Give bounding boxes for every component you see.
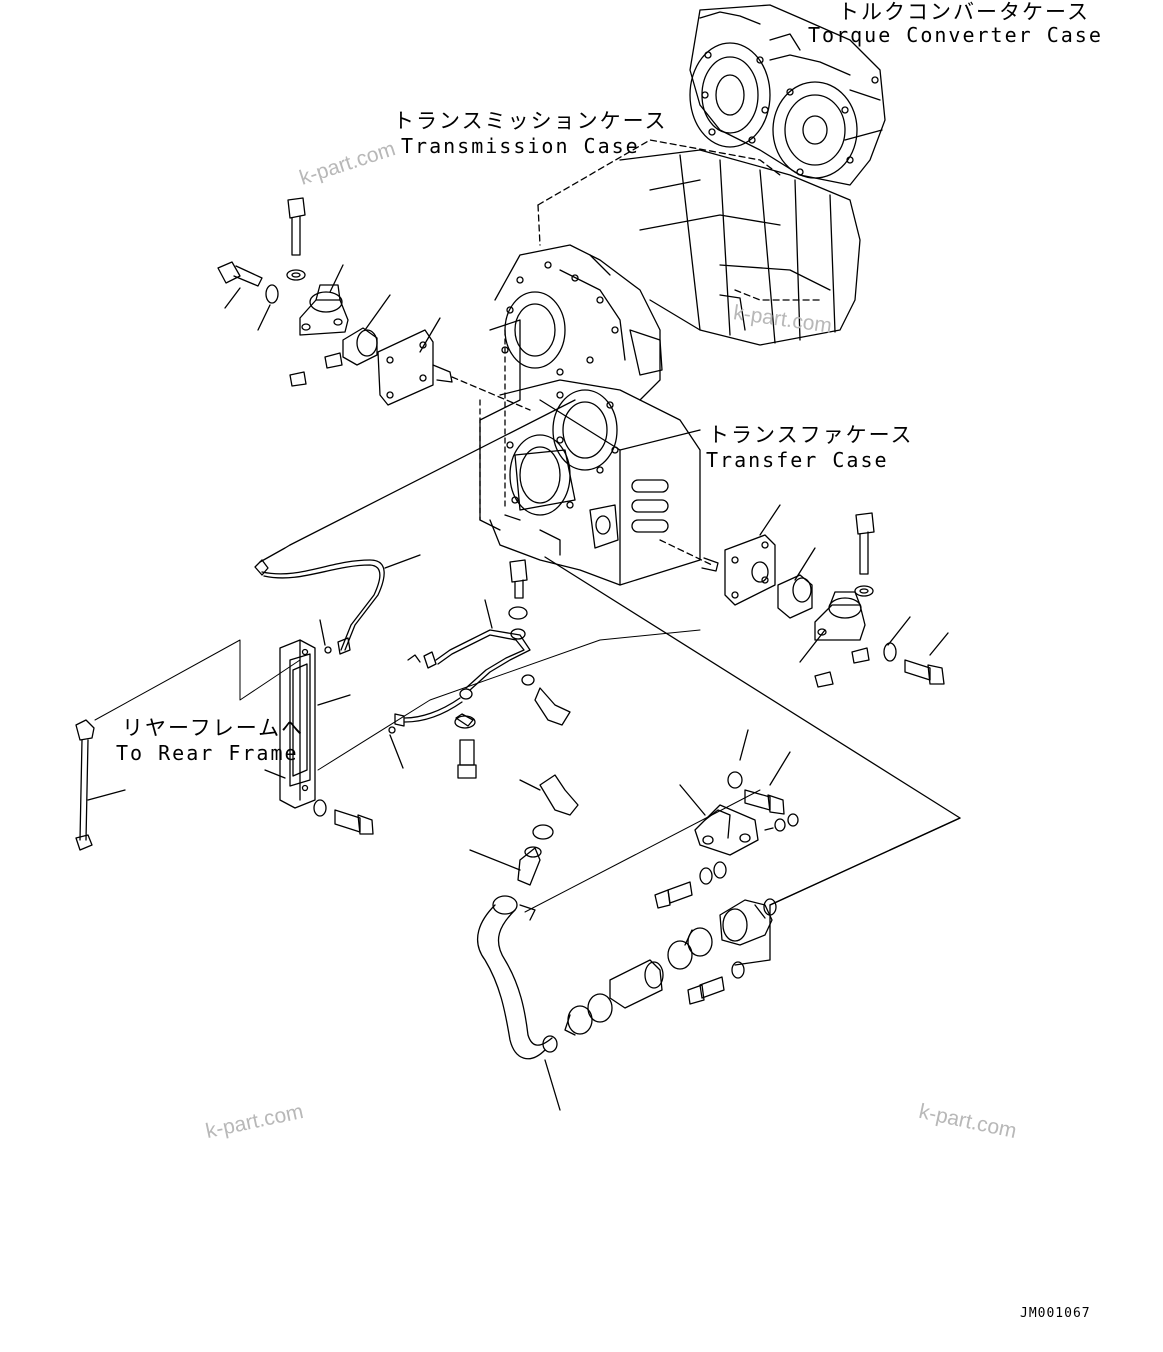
- bracket-strip: [264, 629, 701, 835]
- right-mount-assembly: [659, 504, 949, 688]
- torque-converter-case-label-jp: トルクコンバータケース: [838, 0, 1090, 24]
- rear-frame-label-en: To Rear Frame: [116, 741, 299, 765]
- transmission-case-label-en: Transmission Case: [401, 134, 640, 158]
- ground-strap: [75, 639, 301, 851]
- torque-converter-case: [689, 4, 886, 186]
- lower-assembly: [469, 556, 961, 1111]
- left-mount-assembly: [217, 197, 531, 411]
- transfer-case-label-en: Transfer Case: [706, 448, 889, 472]
- transfer-case: [479, 319, 701, 586]
- transmission-case: [494, 139, 861, 401]
- wire-harnesses: [254, 399, 576, 779]
- torque-converter-case-label-en: Torque Converter Case: [808, 23, 1103, 47]
- transfer-case-label-jp: トランスファケース: [708, 423, 914, 447]
- transmission-case-label-jp: トランスミッションケース: [393, 109, 668, 133]
- rear-frame-label-jp: リヤーフレームへ: [122, 716, 305, 740]
- drawing-code: JM001067: [1020, 1306, 1091, 1321]
